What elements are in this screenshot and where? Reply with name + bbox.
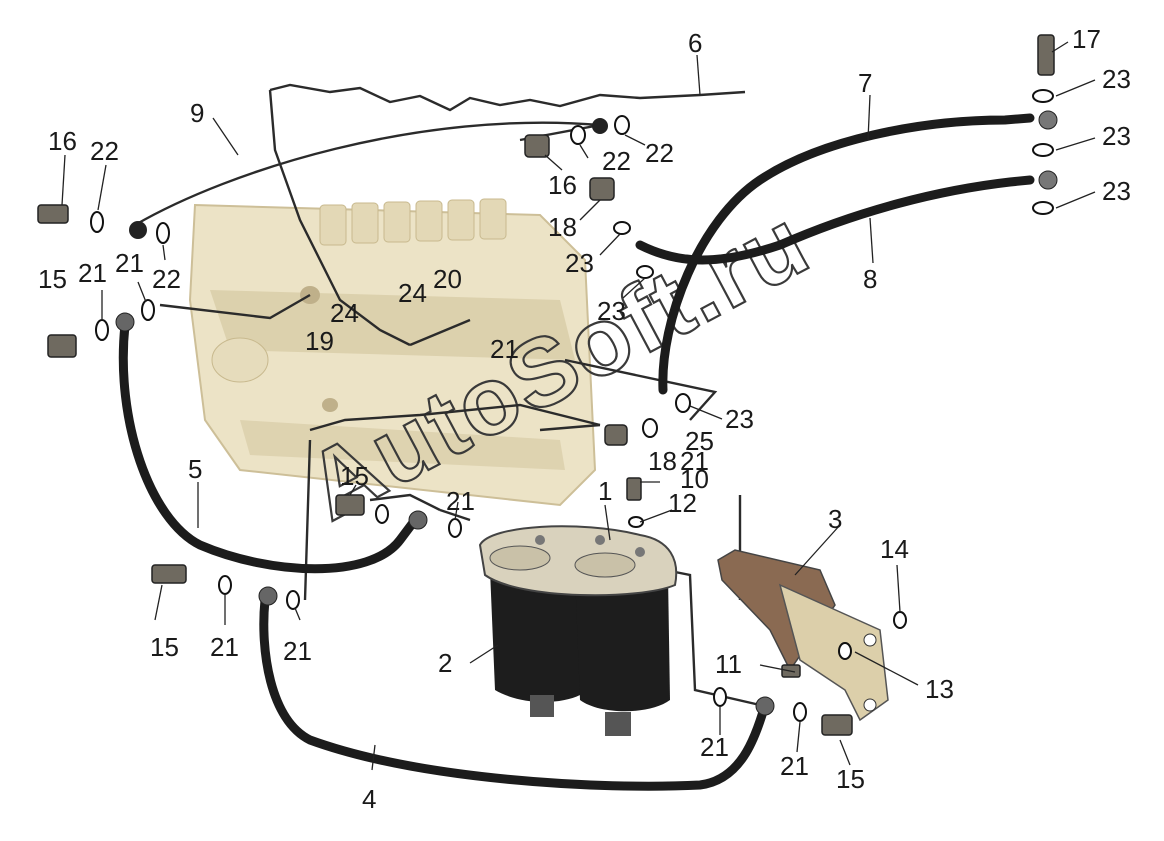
filter-bracket [717,549,889,722]
callout-7: 7 [858,68,872,98]
callout-21-a: 21 [78,258,107,288]
callout-24-b: 24 [330,298,359,328]
callout-15-bottom-left: 15 [150,632,179,662]
callout-21-h: 21 [780,751,809,781]
callout-20: 20 [433,264,462,294]
bolt-15-bottom-right [821,714,853,736]
callout-23-c: 23 [1102,176,1131,206]
callout-23-b: 23 [1102,121,1131,151]
bolt-18-lower [604,424,628,446]
callout-16-upper: 16 [548,170,577,200]
callout-21-f: 21 [283,636,312,666]
callout-6: 6 [688,28,702,58]
bolt-17 [1037,34,1055,76]
callout-1: 1 [598,476,612,506]
fuel-filter [478,525,678,736]
callout-23-e: 23 [597,296,626,326]
hoses [118,113,1035,791]
callout-17: 17 [1072,24,1101,54]
bolt-10 [626,477,642,501]
washers [90,89,1058,722]
callout-15-top-left: 15 [38,264,67,294]
callout-19: 19 [305,326,334,356]
callout-labels: 1 2 3 4 5 6 7 8 9 10 11 12 13 14 15 15 1… [38,24,1131,814]
callout-18-upper: 18 [548,212,577,242]
callout-21-e: 21 [210,632,239,662]
callout-11: 11 [715,649,742,679]
callout-21-i: 21 [680,446,709,476]
bolt-16-left [37,204,69,224]
callout-18-lower: 18 [648,446,677,476]
callout-5: 5 [188,454,202,484]
callout-16-left: 16 [48,126,77,156]
bolt-15-bottom-left [151,564,187,584]
bolt-16-upper [524,134,550,158]
callout-12: 12 [668,488,697,518]
callout-15-bottom-right: 15 [836,764,865,794]
callout-21-d: 21 [446,486,475,516]
callout-4: 4 [362,784,376,814]
callout-23-d: 23 [565,248,594,278]
callout-3: 3 [828,504,842,534]
callout-22-d: 22 [645,138,674,168]
callout-13: 13 [925,674,954,704]
callout-21-c: 21 [490,334,519,364]
callout-22-a: 22 [90,136,119,166]
callout-21-b: 21 [115,248,144,278]
callout-14: 14 [880,534,909,564]
banjo-bolts [37,34,1055,736]
callout-2: 2 [438,648,452,678]
bolt-18-upper [589,177,615,201]
callout-25: 25 [685,426,714,456]
callout-10: 10 [680,464,709,494]
callout-9: 9 [190,98,204,128]
callout-22-b: 22 [152,264,181,294]
callout-23-f: 23 [725,404,754,434]
callout-24-a: 24 [398,278,427,308]
bolt-15-top-left [47,334,77,358]
callout-21-g: 21 [700,732,729,762]
callout-15-middle: 15 [340,461,369,491]
injection-pump [188,198,597,507]
callout-22-c: 22 [602,146,631,176]
callout-8: 8 [863,264,877,294]
leader-lines [61,41,1096,771]
callout-23-a: 23 [1102,64,1131,94]
bolt-15-middle [335,494,365,516]
